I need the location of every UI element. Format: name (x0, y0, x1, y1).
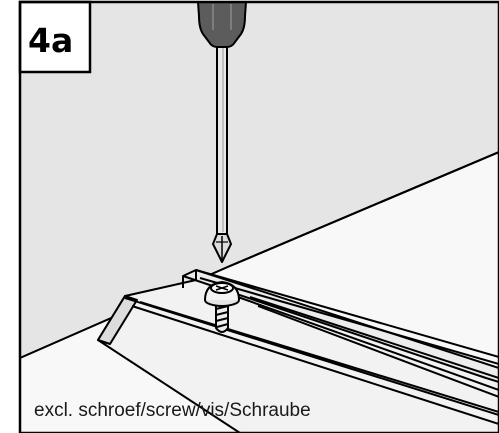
parts-caption: excl. schroef/screw/vis/Schraube (34, 400, 311, 421)
screw-icon (204, 281, 240, 333)
panel-frame (18, 0, 499, 433)
screwdriver-icon (197, 1, 247, 263)
step-number: 4a (28, 21, 74, 60)
wall-corner-edge (229, 151, 499, 267)
mounting-rail (97, 269, 499, 433)
